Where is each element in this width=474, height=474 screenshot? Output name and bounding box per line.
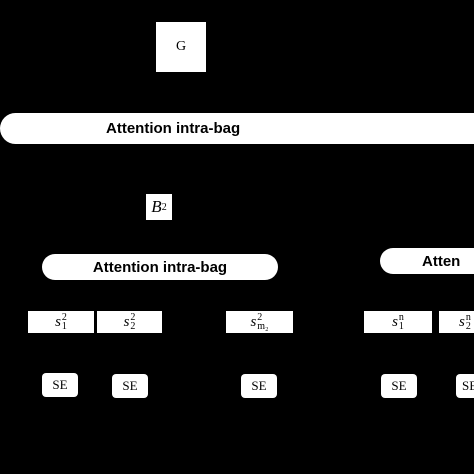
- root-node-g: G: [156, 22, 206, 72]
- bag-superscript: 2: [161, 201, 167, 213]
- sentence-encoder-label: SE: [52, 377, 68, 392]
- left-attention-pill: Attention intra-bag: [42, 254, 278, 280]
- instance-sub: 1: [398, 321, 404, 332]
- instance-base: s: [392, 313, 398, 330]
- root-node-label: G: [175, 39, 187, 54]
- sentence-encoder-box: SE: [241, 374, 277, 398]
- sentence-encoder-label: SE: [462, 378, 474, 393]
- sentence-encoder-box: SE: [381, 374, 417, 398]
- right-attention-pill: Atten: [380, 248, 474, 274]
- sentence-encoder-box: SE: [456, 374, 474, 398]
- instance-sup: 2: [257, 312, 263, 323]
- sentence-encoder-box: SE: [112, 374, 148, 398]
- instance-sup: 2: [130, 312, 136, 323]
- sentence-encoder-label: SE: [122, 378, 138, 393]
- sentence-encoder-box: SE: [42, 373, 78, 397]
- sentence-encoder-label: SE: [251, 378, 267, 393]
- instance-sub: 2: [465, 321, 471, 332]
- top-attention-label: Attention intra-bag: [106, 120, 241, 137]
- instance-sub: 1: [61, 321, 67, 332]
- instance-base: s: [55, 313, 61, 330]
- instance-sup: n: [398, 312, 404, 323]
- right-attention-label: Atten: [422, 252, 461, 270]
- instance-sub: m₂: [257, 321, 269, 332]
- instance-sup: n: [465, 312, 471, 323]
- bag-symbol: B: [151, 197, 162, 216]
- instance-base: s: [123, 313, 130, 330]
- left-attention-label: Attention intra-bag: [92, 258, 228, 276]
- instance-sup: 2: [61, 312, 67, 323]
- sentence-encoder-label: SE: [391, 378, 407, 393]
- top-attention-bar: Attention intra-bag: [0, 113, 474, 144]
- instance-sub: 2: [130, 321, 136, 332]
- instance-base: s: [250, 313, 257, 330]
- instance-base: s: [459, 313, 465, 330]
